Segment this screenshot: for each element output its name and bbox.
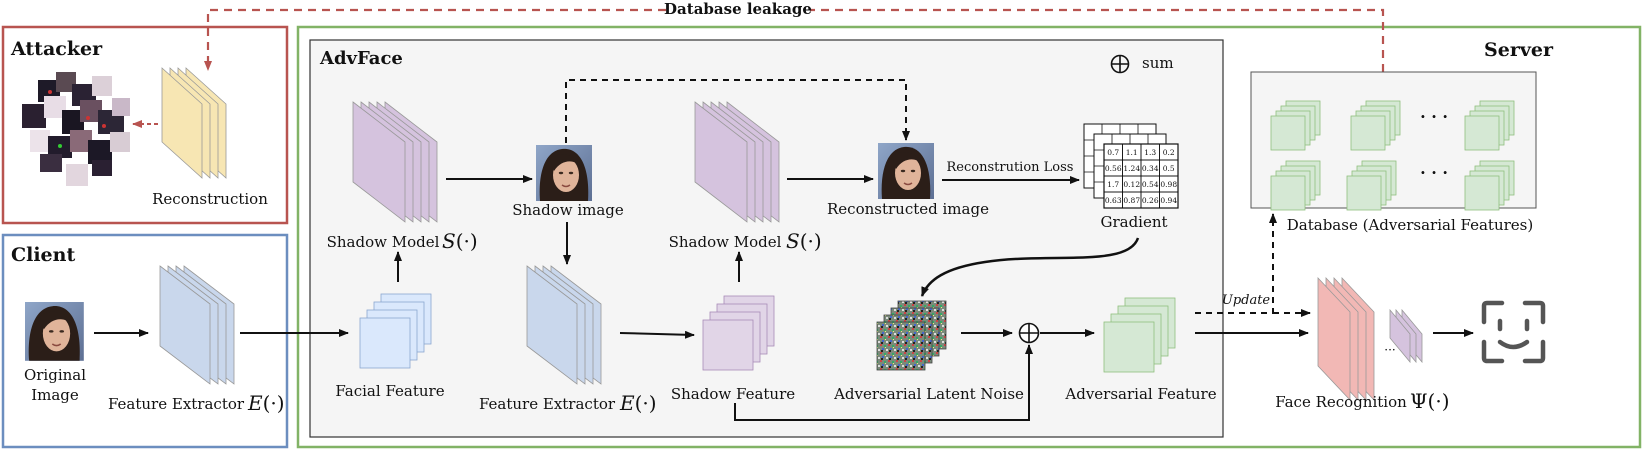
gradient-cell: 0.26 — [1142, 196, 1159, 205]
face-recognition-dots: ··· — [1384, 343, 1395, 357]
feature-extractor-inner — [526, 265, 602, 385]
face-recognition-layer — [1317, 276, 1351, 402]
s-func-left: S(·) — [442, 229, 478, 253]
adversarial-feature-square — [1103, 321, 1155, 373]
advface-box — [309, 39, 1224, 438]
feature-extractor-inner-layer — [526, 265, 578, 385]
shadow-feature-square — [702, 319, 754, 371]
gradient-cell: 0.5 — [1163, 164, 1175, 173]
server-box — [296, 25, 1642, 449]
reconstructed-image — [877, 142, 935, 200]
face-recognition-label: Face Recognition — [1275, 393, 1407, 411]
attacker-box — [1, 25, 289, 225]
e-func-client: E(·) — [247, 391, 285, 415]
noise-square — [876, 321, 926, 371]
gradient-cell: 0.7 — [1107, 148, 1119, 157]
reconstruction-loss-label: Reconstrution Loss — [947, 160, 1074, 175]
gradient-cell: 0.98 — [1160, 180, 1177, 189]
gradient-cell: 0.94 — [1160, 196, 1177, 205]
database-stack-1-square — [1350, 115, 1386, 151]
shadow-model-right-layer — [694, 101, 748, 223]
shadow-model-left-layer — [352, 101, 406, 223]
leak-line-right — [810, 8, 1385, 72]
advface-title: AdvFace — [319, 48, 403, 69]
database-stack-4-square — [1346, 175, 1382, 211]
face-id-icon — [1481, 300, 1546, 364]
shadow-model-right — [694, 101, 780, 223]
face-recognition-small-layer — [1389, 308, 1411, 364]
arrow-shadowfeat-to-sum — [734, 344, 1033, 421]
adversarial-latent-noise — [876, 300, 947, 371]
gradient-cell: 0.56 — [1105, 164, 1122, 173]
gradient-cell: 1.24 — [1123, 164, 1140, 173]
gradient-cell: 0.63 — [1105, 196, 1122, 205]
facial-feature — [359, 293, 432, 369]
shadow-model-left — [352, 101, 438, 223]
facial-feature-label: Facial Feature — [335, 382, 444, 400]
original-image-line2: Image — [31, 386, 79, 404]
database-label: Database (Adversarial Features) — [1287, 216, 1533, 234]
database-stack-0-square — [1270, 115, 1306, 151]
reconstruction-label: Reconstruction — [152, 190, 268, 208]
leaked-reconstruction-mosaic — [22, 72, 130, 186]
gradient-cell: 0.87 — [1123, 196, 1140, 205]
feature-extractor-inner-label: Feature Extractor — [479, 395, 616, 413]
feature-extractor-client-label: Feature Extractor — [108, 395, 245, 413]
shadow-model-right-label: Shadow Model — [669, 233, 782, 251]
leak-line-left — [204, 8, 666, 71]
facial-feature-square — [359, 317, 411, 369]
reconstruction-layer — [161, 67, 203, 179]
attacker-title: Attacker — [10, 38, 103, 60]
adversarial-feature — [1103, 297, 1176, 373]
shadow-image-label: Shadow image — [512, 201, 624, 219]
e-func-inner: E(·) — [619, 391, 657, 415]
gradient-label: Gradient — [1100, 213, 1167, 231]
sum-label: sum — [1142, 54, 1174, 72]
database-stack-3-square — [1270, 175, 1306, 211]
reconstructed-image-label: Reconstructed image — [827, 200, 989, 218]
shadow-feature-label: Shadow Feature — [671, 385, 795, 403]
original-image — [24, 301, 85, 362]
arrow-gradient-to-noise — [920, 237, 1140, 297]
feature-extractor-client-layer — [159, 265, 211, 385]
gradient-cell: 1.1 — [1126, 148, 1138, 157]
sum-legend — [1110, 54, 1130, 74]
adversarial-latent-noise-label: Adversarial Latent Noise — [833, 385, 1024, 403]
shadow-image — [535, 144, 593, 202]
client-box — [1, 233, 289, 449]
arrow-extractor-to-shadowfeat — [619, 330, 695, 339]
shadow-model-left-label: Shadow Model — [327, 233, 440, 251]
reconstruction-network — [161, 67, 227, 179]
gradient-cell: 0.54 — [1142, 180, 1159, 189]
s-func-right: S(·) — [786, 229, 822, 253]
adversarial-feature-label: Adversarial Feature — [1064, 385, 1216, 403]
client-title: Client — [11, 244, 75, 266]
gradient-cell: 0.34 — [1142, 164, 1159, 173]
database-leakage-label: Database leakage — [664, 0, 812, 18]
gradient-cell: 1.7 — [1107, 180, 1119, 189]
database-dots-row2: · · · — [1420, 163, 1448, 182]
update-label: Update — [1222, 293, 1271, 308]
gradient-cell: 1.3 — [1144, 148, 1156, 157]
database-feature-stacks — [1270, 100, 1515, 211]
psi-func: Ψ(·) — [1410, 389, 1450, 413]
gradient-cell: 0.12 — [1123, 180, 1140, 189]
database-dots-row1: · · · — [1420, 107, 1448, 126]
sum-node — [1018, 322, 1040, 344]
gradient-cell: 0.2 — [1163, 148, 1175, 157]
database-stack-2-square — [1464, 115, 1500, 151]
feature-extractor-client — [159, 265, 235, 385]
dashed-shadow-to-recon — [565, 79, 910, 143]
server-title: Server — [1484, 39, 1554, 61]
original-image-line1: Original — [24, 366, 86, 384]
database-stack-5-square — [1464, 175, 1500, 211]
shadow-feature — [702, 295, 775, 371]
face-recognition-network — [1317, 276, 1423, 402]
